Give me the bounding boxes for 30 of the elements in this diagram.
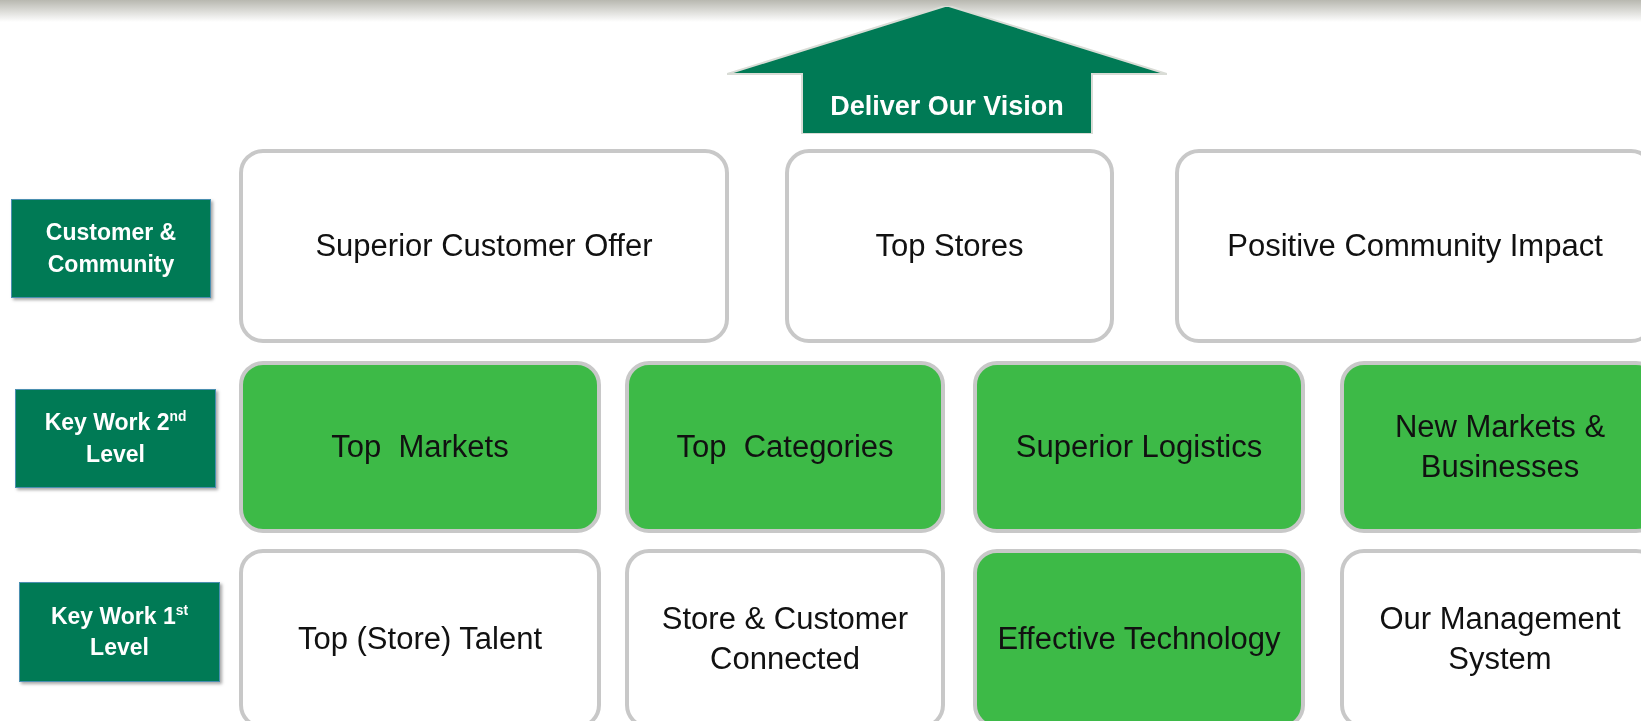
goal-box: [1340, 549, 1641, 721]
row-label: Customer & Community: [45, 219, 178, 277]
row-label-tag: [11, 199, 211, 298]
key-work-box: [973, 549, 1305, 721]
row-label: Key Work 1$^{st}$ Level: [50, 602, 190, 660]
key-work-box: [239, 361, 601, 533]
goal-label: Top Categories: [676, 428, 894, 464]
row-label-tag: [19, 582, 220, 682]
key-work-box: [625, 361, 945, 533]
goal-label: New Markets & Businesses: [1394, 408, 1607, 484]
goal-box: [1175, 149, 1641, 343]
row-label-tag: [15, 389, 216, 488]
goal-label: Top Markets: [331, 428, 509, 464]
goal-label: Our Management System: [1379, 600, 1622, 676]
goal-label: Top (Store) Talent: [297, 620, 543, 656]
goal-box: [239, 549, 601, 721]
row-label: Key Work 2$^{nd}$ Level: [44, 409, 188, 467]
goal-label: Superior Logistics: [1015, 428, 1263, 464]
vision-arrow: [727, 6, 1167, 134]
goal-label: Positive Community Impact: [1227, 227, 1603, 263]
goal-label: Top Stores: [875, 227, 1024, 263]
goal-label: Effective Technology: [997, 620, 1281, 656]
arrow-label: Deliver Our Vision: [830, 90, 1064, 121]
goal-label: Superior Customer Offer: [315, 227, 653, 263]
key-work-box: [1340, 361, 1641, 533]
goal-box: [625, 549, 945, 721]
goal-box: [239, 149, 729, 343]
goal-box: [785, 149, 1114, 343]
key-work-box: [973, 361, 1305, 533]
goal-label: Store & Customer Connected: [661, 600, 910, 676]
